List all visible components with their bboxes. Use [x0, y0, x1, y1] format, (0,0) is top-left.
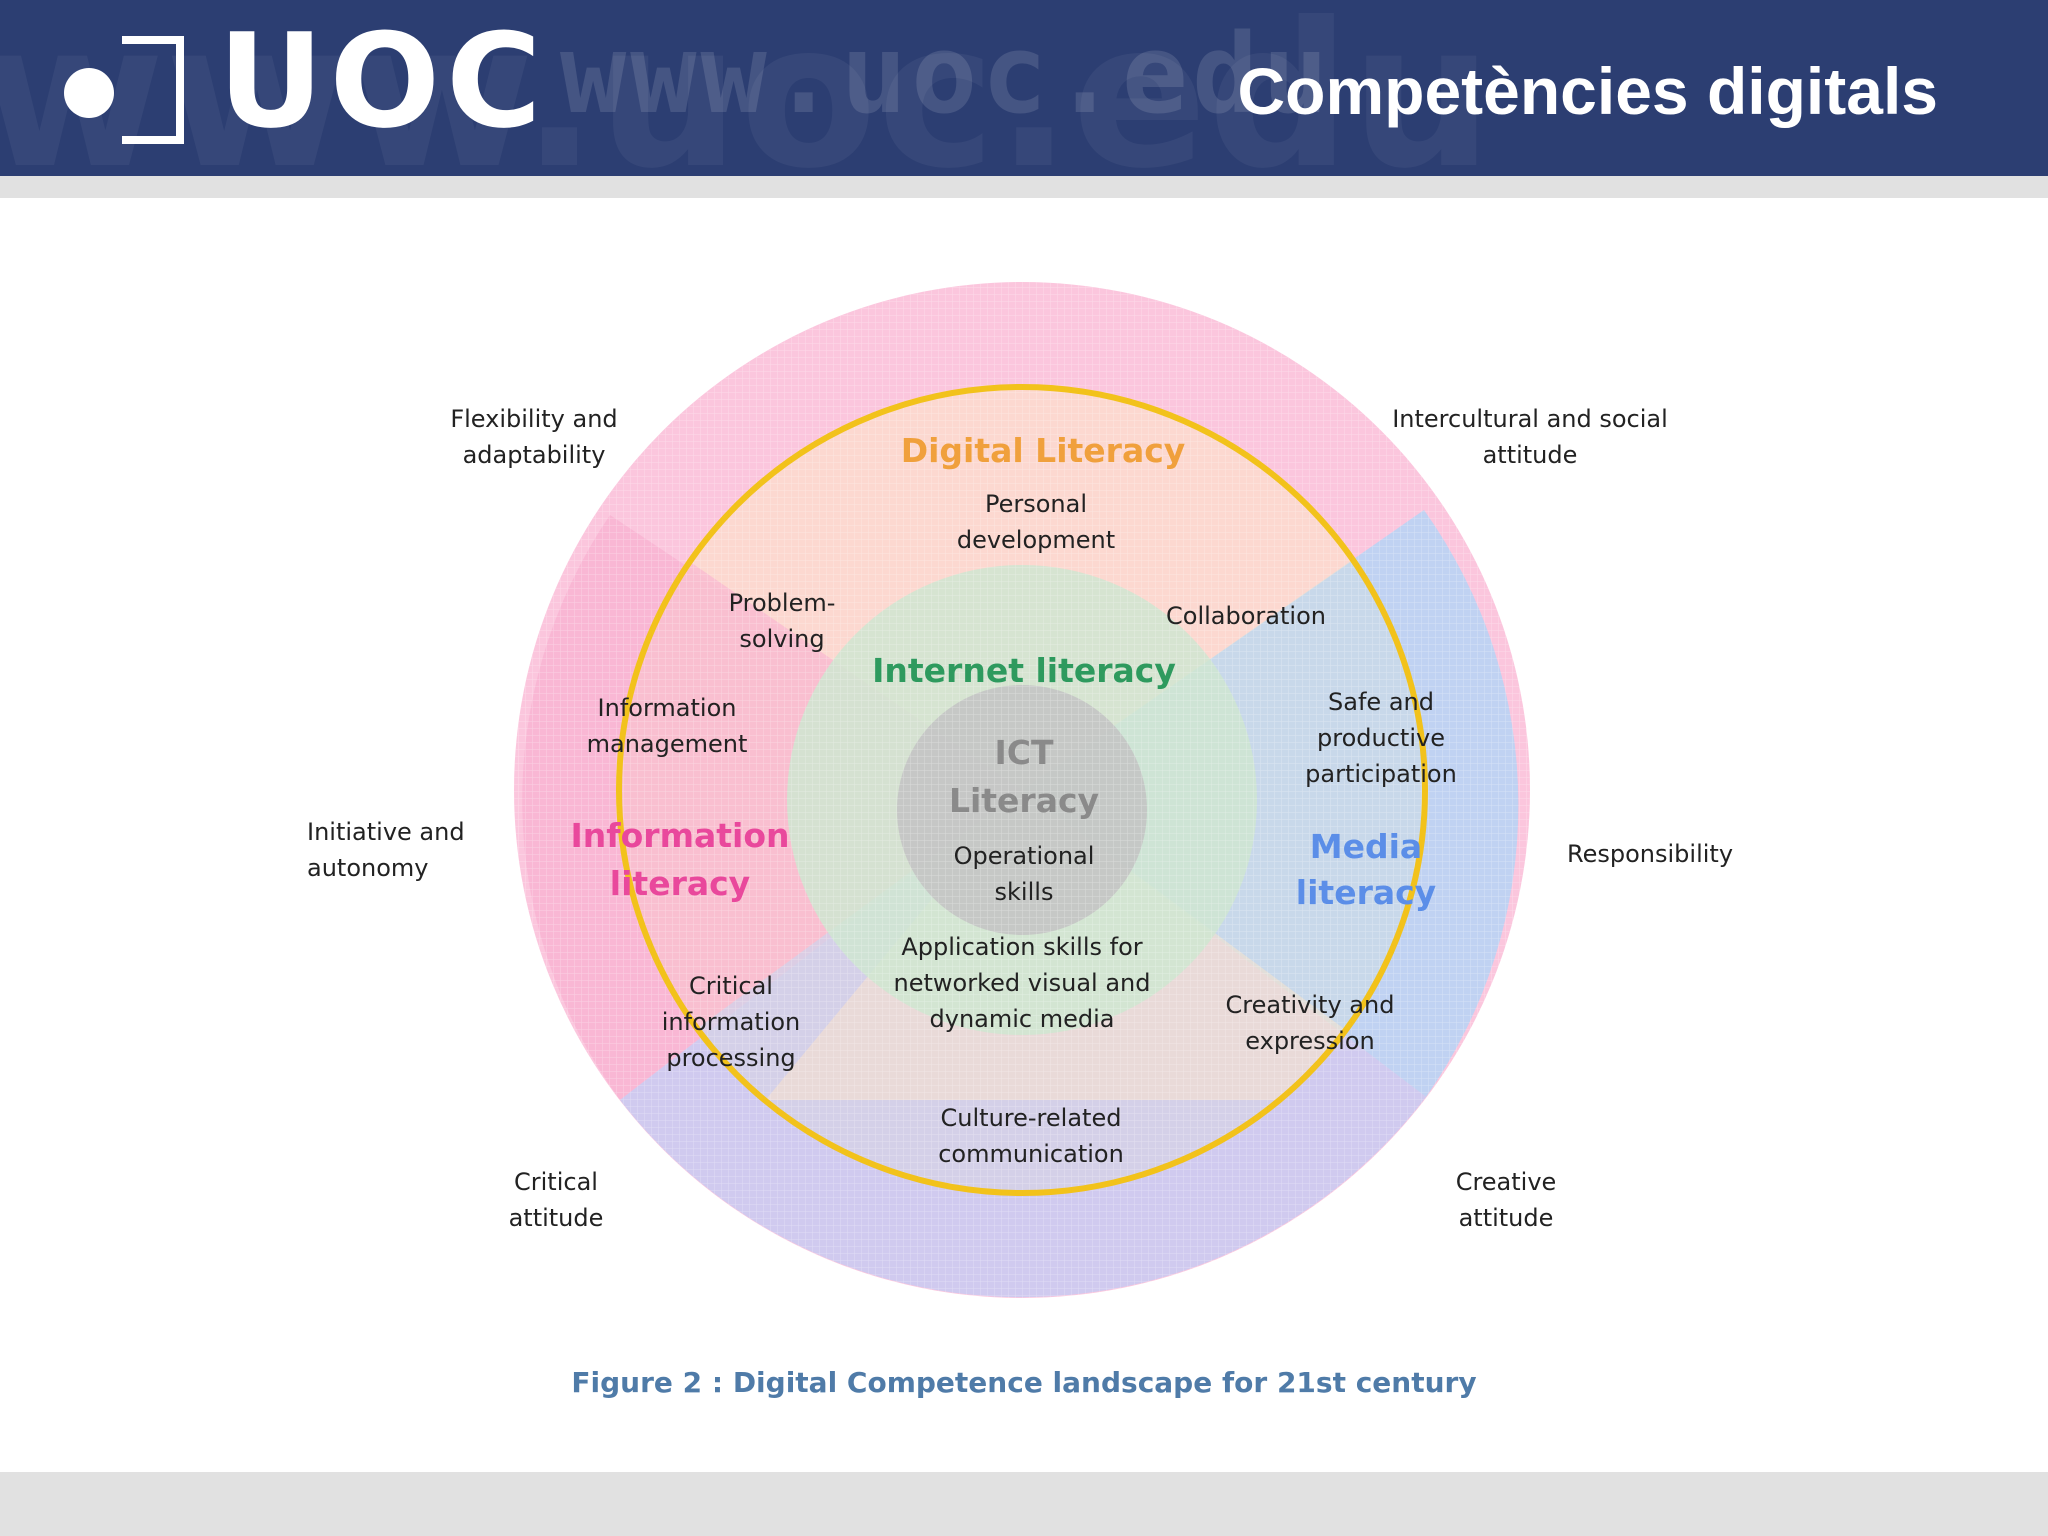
application-skills-label: dynamic media: [930, 1005, 1115, 1033]
creativity-expression-label: expression: [1245, 1027, 1374, 1055]
intercultural-label: attitude: [1483, 441, 1578, 469]
information-management-label: management: [587, 730, 748, 758]
logo-dot-icon: [64, 68, 114, 118]
information-literacy-title-line2: literacy: [610, 864, 750, 903]
safe-participation-label: productive: [1317, 724, 1445, 752]
ict-literacy-title-line2: Literacy: [949, 781, 1099, 820]
safe-participation-label: participation: [1305, 760, 1457, 788]
application-skills-label: Application skills for: [901, 933, 1142, 961]
header-watermark-large: www.uoc.edu: [0, 0, 1493, 176]
slide-header: www.uoc.edu www.uoc.edu UOC Competències…: [0, 0, 2048, 176]
critical-attitude-label: Critical: [514, 1168, 598, 1196]
culture-communication-label: communication: [938, 1140, 1124, 1168]
critical-information-processing-label: information: [662, 1008, 801, 1036]
safe-participation-label: Safe and: [1328, 688, 1434, 716]
digital-competence-diagram: Digital Literacy Internet literacy ICT L…: [307, 282, 1733, 1298]
flexibility-label: adaptability: [463, 441, 606, 469]
digital-literacy-ring: [616, 384, 1428, 1196]
flexibility-label: Flexibility and: [450, 405, 617, 433]
header-watermark: www.uoc.edu: [560, 10, 1333, 138]
initiative-label: Initiative and: [307, 818, 465, 846]
figure-caption: Figure 2 : Digital Competence landscape …: [571, 1366, 1477, 1399]
grid-texture: [514, 282, 1530, 1298]
uoc-logo-icon: [60, 32, 190, 144]
ict-literacy-title-line1: ICT: [994, 733, 1053, 772]
critical-information-processing-label: Critical: [689, 972, 773, 1000]
footer-bar: [0, 1472, 2048, 1536]
slide-title: Competències digitals: [1237, 54, 1938, 128]
operational-skills-label: skills: [995, 878, 1054, 906]
personal-development-label: development: [957, 526, 1115, 554]
collaboration-label: Collaboration: [1166, 602, 1326, 630]
intercultural-label: Intercultural and social: [1392, 405, 1668, 433]
problem-solving-label: solving: [739, 625, 824, 653]
initiative-label: autonomy: [307, 854, 429, 882]
creative-attitude-label: attitude: [1459, 1204, 1554, 1232]
creativity-expression-label: Creativity and: [1226, 991, 1395, 1019]
application-skills-label: networked visual and: [894, 969, 1151, 997]
critical-information-processing-label: processing: [666, 1044, 795, 1072]
header-divider: [0, 176, 2048, 198]
personal-development-label: Personal: [985, 490, 1087, 518]
problem-solving-label: Problem-: [729, 589, 836, 617]
operational-skills-label: Operational: [954, 842, 1095, 870]
creative-attitude-label: Creative: [1456, 1168, 1557, 1196]
uoc-logo-text: UOC: [218, 5, 548, 157]
logo-bracket-icon: [122, 36, 184, 144]
critical-attitude-label: attitude: [509, 1204, 604, 1232]
information-management-label: Information: [598, 694, 737, 722]
internet-literacy-title: Internet literacy: [872, 651, 1176, 690]
culture-communication-label: Culture-related: [941, 1104, 1122, 1132]
media-literacy-title-line1: Media: [1310, 827, 1422, 866]
digital-literacy-title: Digital Literacy: [901, 431, 1186, 470]
responsibility-label: Responsibility: [1567, 840, 1733, 868]
media-literacy-title-line2: literacy: [1296, 873, 1436, 912]
information-literacy-title-line1: Information: [571, 816, 790, 855]
